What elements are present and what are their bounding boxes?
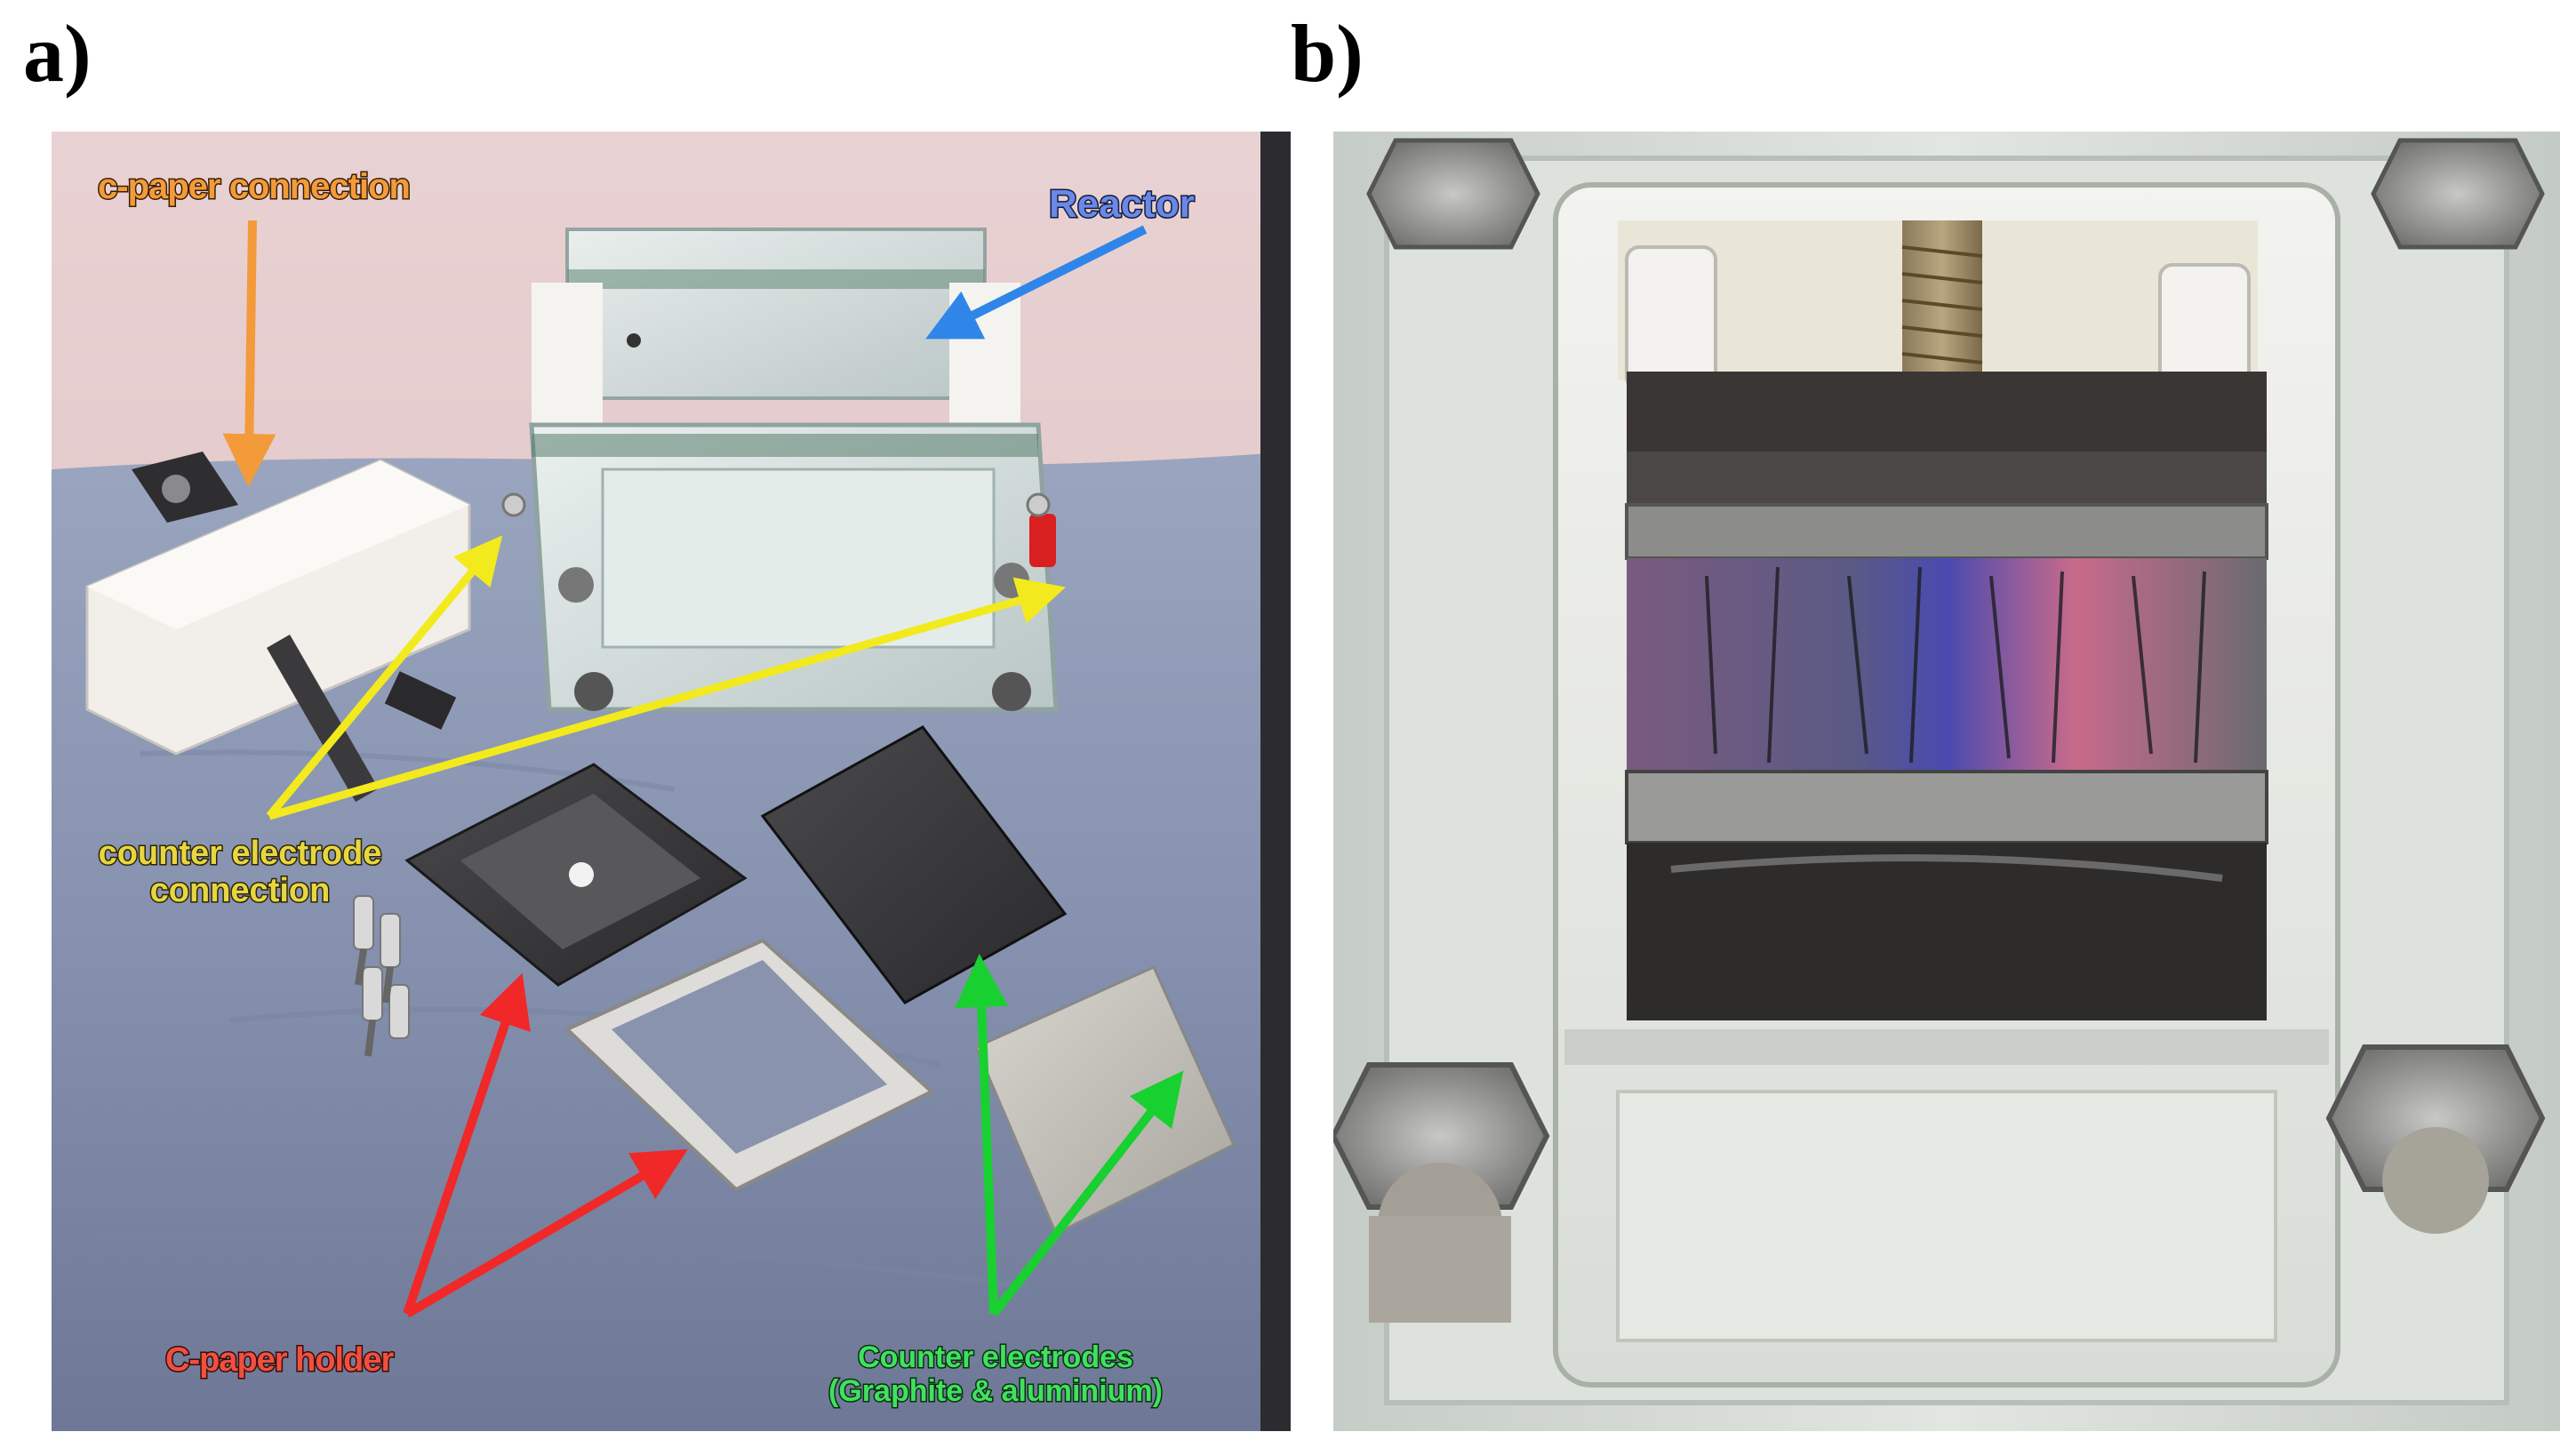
counter-electrode-arrow-right	[268, 577, 1066, 820]
c-paper-holder-label: C-paper holder	[164, 1340, 395, 1380]
panel-b-illustration	[1333, 132, 2560, 1431]
panel-b-letter: b)	[1291, 8, 1364, 99]
counter-electrode-arrow-left	[266, 535, 503, 819]
c-paper-holder-arrow-2	[404, 1148, 688, 1318]
counter-electrodes-label: Counter electrodes (Graphite & aluminium…	[782, 1339, 1209, 1410]
panel-a-letter: a)	[23, 8, 92, 99]
c-paper-connection-label: c-paper connection	[97, 166, 412, 208]
panel-b-photo	[1333, 132, 2560, 1431]
panel-a-illustration	[52, 132, 1291, 1431]
reactor-arrow	[925, 225, 1148, 340]
counter-electrode-connection-label: counter electrode connection	[97, 834, 383, 910]
counter-electrodes-label-line1: Counter electrodes	[857, 1339, 1135, 1375]
c-paper-connection-arrow	[222, 220, 276, 487]
counter-electrodes-arrow-1	[955, 954, 1009, 1315]
reactor-label: Reactor	[1048, 181, 1196, 228]
counter-electrodes-label-line2: (Graphite & aluminium)	[828, 1373, 1164, 1410]
counter-electrodes-arrow-2	[990, 1070, 1184, 1317]
c-paper-holder-arrow-1	[403, 972, 531, 1316]
panel-a-photo	[52, 132, 1291, 1431]
